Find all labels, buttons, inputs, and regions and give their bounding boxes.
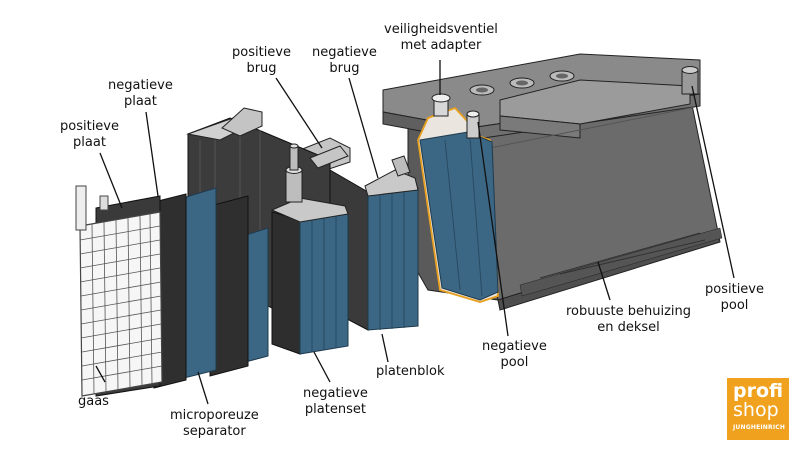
profishop-logo: profi shop JUNGHEINRICH	[727, 378, 789, 440]
case-cutaway	[417, 93, 499, 303]
label-negatieve-brug: negatieve brug	[312, 45, 377, 76]
label-positieve-brug: positieve brug	[232, 45, 291, 76]
battery-case	[382, 53, 723, 311]
label-platenblok: platenblok	[376, 364, 445, 379]
label-negatieve-plaat: negatieve plaat	[108, 78, 173, 109]
label-gaas: gaas	[78, 394, 109, 409]
label-negatieve-pool: negatieve pool	[482, 339, 547, 370]
label-positieve-plaat: positieve plaat	[60, 119, 119, 150]
label-negatieve-platenset: negatieve platenset	[303, 386, 368, 417]
platenblok-block	[329, 155, 419, 331]
label-positieve-pool: positieve pool	[705, 282, 764, 313]
label-veiligheidsventiel: veiligheidsventiel met adapter	[384, 22, 498, 53]
leader-lines	[95, 60, 735, 405]
label-robuuste-behuizing: robuuste behuizing en deksel	[566, 304, 692, 335]
negatieve-platenset-block	[270, 143, 349, 355]
label-microporeuze-separator: microporeuze separator	[170, 408, 259, 439]
gaas-grid	[75, 185, 163, 397]
